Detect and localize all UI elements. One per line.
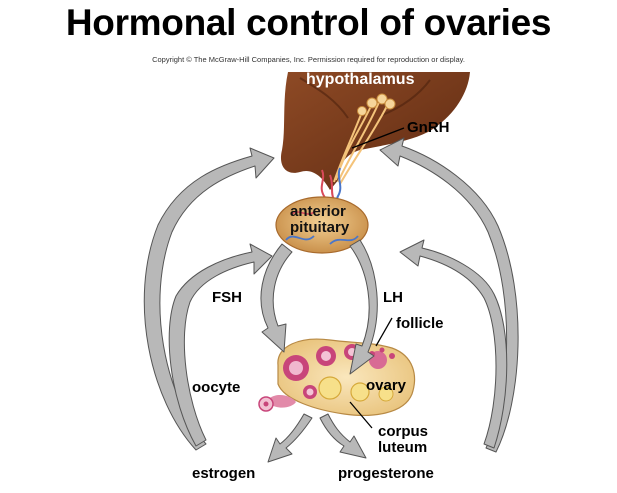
oocyte-label: oocyte: [192, 379, 241, 396]
estrogen-label: estrogen: [192, 465, 256, 482]
feedback-arrows: [143, 137, 519, 453]
neurosecretory-neurons: [333, 99, 389, 185]
lh-label: LH: [383, 289, 403, 306]
anterior-pituitary: [275, 196, 369, 254]
gnrh-label: GnRH: [407, 119, 450, 136]
anterior-label: anterior: [290, 203, 346, 220]
pituitary-label: pituitary: [290, 219, 350, 236]
page-title: Hormonal control of ovaries: [65, 2, 552, 43]
ovary-label: ovary: [366, 377, 407, 394]
corpus-luteum: [318, 376, 394, 402]
ovary-outflow-arrows: [267, 413, 367, 463]
copyright-notice: Copyright © The McGraw-Hill Companies, I…: [152, 55, 465, 64]
corpus-label: corpus: [378, 423, 429, 440]
fsh-label: FSH: [212, 289, 242, 306]
luteum-label: luteum: [378, 439, 428, 456]
fsh-lh-arrows: [260, 239, 378, 375]
progesterone-label: progesterone: [338, 465, 434, 482]
released-oocyte: [258, 395, 296, 412]
follicle-label: follicle: [396, 315, 444, 332]
hypothalamus-tissue: [280, 72, 470, 190]
hypothalamus-label: hypothalamus: [306, 71, 415, 88]
